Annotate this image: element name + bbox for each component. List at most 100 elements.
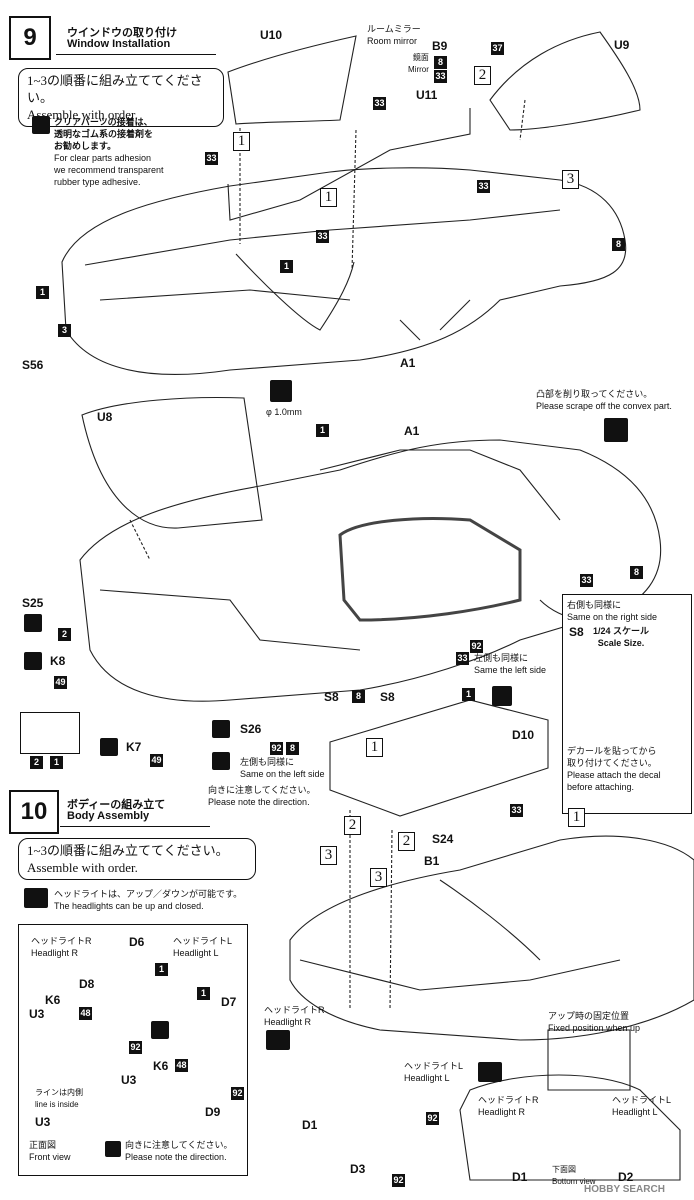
hl-l-main: ヘッドライトL Headlight L — [404, 1060, 463, 1084]
same-left-note: 左側も同様に Same the left side — [474, 652, 546, 676]
adhesive-line: 透明なゴム系の接着剤を — [54, 129, 154, 139]
num-1: 1 — [280, 260, 293, 273]
num-33: 33 — [510, 804, 523, 817]
part-u3: U3 — [29, 1007, 45, 1021]
line-inside-jp: ラインは内側 — [35, 1088, 83, 1097]
num-2: 2 — [30, 756, 43, 769]
scale-note: 1/24 スケール Scale Size. — [593, 625, 649, 649]
part-d6: D6 — [129, 935, 145, 949]
hl-l-jp: ヘッドライトL — [404, 1061, 464, 1071]
scrape-icon — [604, 418, 628, 442]
headlight-detail-panel: ヘッドライトR Headlight R D6 ヘッドライトL Headlight… — [18, 924, 248, 1176]
fixed-en: Fixed position when up — [548, 1023, 641, 1033]
room-mirror-jp: ルームミラー — [367, 24, 421, 34]
part-s26: S26 — [240, 722, 262, 736]
adhesive-icon — [32, 116, 50, 134]
mirror-label: 鏡面 Mirror — [408, 52, 429, 76]
left-same-en: Same on the left side — [240, 769, 325, 779]
decal-note: デカールを貼ってから 取り付けてください。 Please attach the … — [567, 745, 661, 793]
num-1: 1 — [36, 286, 49, 299]
num-1: 1 — [197, 987, 210, 1000]
room-mirror-en: Room mirror — [367, 36, 418, 46]
part-d8: D8 — [79, 977, 95, 991]
hl-l-en: Headlight L — [612, 1107, 658, 1117]
part-k8: K8 — [50, 654, 66, 668]
adhesive-line: we recommend transparent — [54, 165, 164, 175]
step-10-title-en: Body Assembly — [67, 810, 150, 822]
num-33: 33 — [477, 180, 490, 193]
step-9-rule — [56, 54, 216, 55]
cut-icon — [151, 1021, 169, 1039]
front-view-jp: 正面図 — [29, 1140, 57, 1150]
step-10-number: 10 — [9, 790, 59, 834]
num-8: 8 — [434, 56, 447, 69]
glue-icon — [212, 720, 230, 738]
part-a1: A1 — [400, 356, 416, 370]
step-10-title-jp: ボディーの組み立て — [67, 799, 166, 811]
num-48: 48 — [79, 1007, 92, 1020]
hl-r-en: Headlight R — [31, 948, 79, 958]
num-48: 48 — [175, 1059, 188, 1072]
drill-size: φ 1.0mm — [266, 407, 302, 417]
num-33: 33 — [434, 70, 447, 83]
decal-line: デカールを貼ってから — [567, 746, 657, 756]
line-inside-note: ラインは内側 line is inside — [35, 1087, 83, 1111]
part-k6b: K6 — [153, 1059, 169, 1073]
scale-jp: 1/24 スケール — [593, 626, 650, 636]
order-1b: 1 — [320, 188, 337, 207]
left-same-note: 左側も同様に Same on the left side — [240, 756, 325, 780]
bottom-view-en: Bottom view — [552, 1177, 596, 1186]
part-d9: D9 — [205, 1105, 221, 1119]
watermark: HOBBY SEARCH — [584, 1184, 665, 1195]
direction-jp: 向きに注意してください。 — [125, 1140, 233, 1150]
order-jp: 1~3の順番に組み立ててください。 — [27, 843, 229, 858]
cut-icon — [24, 652, 42, 670]
fixed-jp: アップ時の固定位置 — [548, 1011, 630, 1021]
bottom-hl-r: ヘッドライトR Headlight R — [478, 1094, 539, 1118]
part-b1: B1 — [424, 854, 440, 868]
order-3b: 3 — [320, 846, 337, 865]
num-2: 2 — [58, 628, 71, 641]
right-side-jp: 右側も同様に — [567, 600, 622, 610]
decal-line: 取り付けてください。 — [567, 758, 657, 768]
hl-r-en: Headlight R — [264, 1017, 312, 1027]
order-1: 1 — [233, 132, 250, 151]
part-b9: B9 — [432, 39, 448, 53]
num-1: 1 — [462, 688, 475, 701]
hl-l-en: Headlight L — [173, 948, 219, 958]
line-inside-en: line is inside — [35, 1100, 79, 1109]
front-view-en: Front view — [29, 1152, 71, 1162]
glue-icon — [24, 614, 42, 632]
direction-note: 向きに注意してください。 Please note the direction. — [125, 1139, 232, 1163]
num-33: 33 — [205, 152, 218, 165]
part-u11: U11 — [416, 88, 438, 102]
part-k6: K6 — [45, 993, 61, 1007]
num-1: 1 — [50, 756, 63, 769]
order-2b: 2 — [344, 816, 361, 835]
part-d1: D1 — [302, 1118, 318, 1132]
hl-r-jp: ヘッドライトR — [264, 1005, 325, 1015]
hl-l-label: ヘッドライトL Headlight L — [173, 935, 232, 959]
headlight-icon — [24, 888, 48, 908]
adhesive-note: クリアパーツの接着は、 透明なゴム系の接着剤を お勧めします。 For clea… — [54, 116, 184, 188]
order-3: 3 — [562, 170, 579, 189]
scrape-jp: 凸部を削り取ってください。 — [536, 389, 653, 399]
bottom-view-jp: 下面図 — [552, 1165, 576, 1174]
order-2: 2 — [474, 66, 491, 85]
part-d3: D3 — [350, 1162, 366, 1176]
mirror-en: Mirror — [408, 65, 429, 74]
part-d7: D7 — [221, 995, 237, 1009]
part-d2: D2 — [618, 1170, 634, 1184]
step-9-title-jp: ウインドウの取り付け — [67, 27, 177, 39]
adhesive-line: For clear parts adhesion — [54, 153, 152, 163]
hl-l-jp: ヘッドライトL — [612, 1095, 672, 1105]
part-u9: U9 — [614, 38, 630, 52]
scrape-note: 凸部を削り取ってください。 Please scrape off the conv… — [536, 388, 672, 412]
cut-icon — [100, 738, 118, 756]
drill-icon — [270, 380, 292, 402]
part-u3c: U3 — [35, 1115, 51, 1129]
num-33: 33 — [580, 574, 593, 587]
num-49: 49 — [150, 754, 163, 767]
num-8: 8 — [630, 566, 643, 579]
num-8: 8 — [352, 690, 365, 703]
